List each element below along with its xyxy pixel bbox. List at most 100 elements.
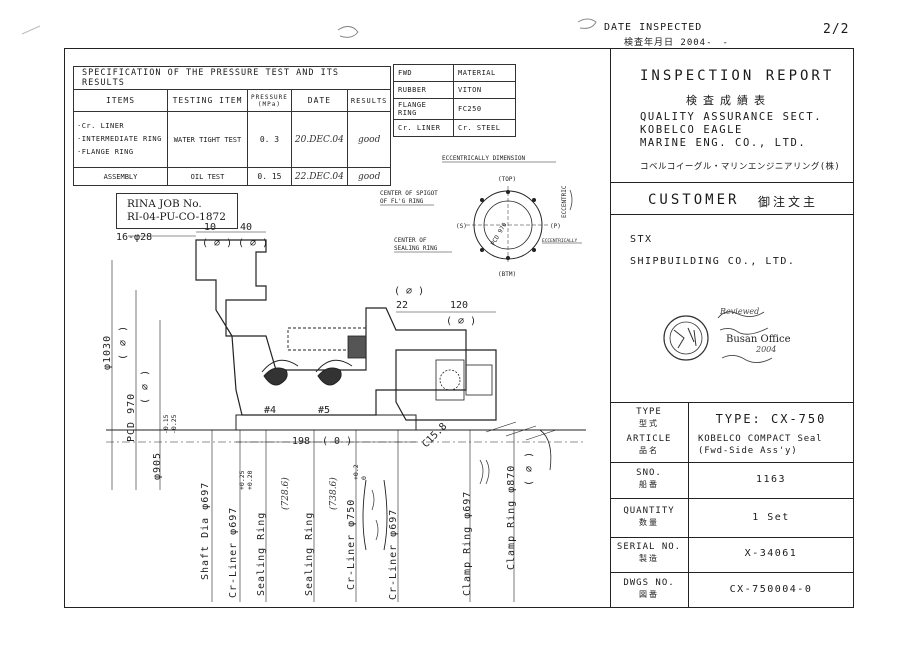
dim-phi1030: φ1030: [102, 335, 113, 370]
drawing-frame: [64, 48, 854, 608]
label-cr-liner-697b: Cr-Liner φ697: [388, 509, 399, 600]
tol-plus020: +0.20: [246, 470, 254, 490]
mat-value: Cr. STEEL: [453, 119, 516, 137]
items-cell: ·Cr. LINER ·INTERMEDIATE RING ·FLANGE RI…: [73, 111, 168, 168]
type-label-jp: 型式: [639, 419, 659, 428]
col-testing-item: TESTING ITEM: [167, 89, 248, 112]
testing-item-cell: WATER TIGHT TEST: [167, 111, 248, 168]
dim-phi905: φ905: [152, 452, 163, 480]
center-spigot-label: CENTER OF SPIGOT: [380, 190, 438, 197]
customer-name: STX: [630, 234, 653, 245]
type-value: TYPE: CX-750: [715, 412, 827, 426]
seal-section-drawing: 16-φ28 10 40 ( ∅ ) ( ∅ ) ( ∅ ) 22 120 ( …: [102, 222, 586, 602]
quantity-label-jp: 数量: [639, 518, 659, 527]
mat-value: FC250: [453, 98, 516, 120]
spec-table-title: SPECIFICATION OF THE PRESSURE TEST AND I…: [72, 66, 392, 90]
mat-part: FWD: [393, 64, 454, 82]
tol-plus025: +0.25: [238, 470, 246, 490]
quantity-label-en: QUANTITY: [623, 506, 675, 516]
divider: [610, 572, 854, 573]
dim-10-hand: ( ∅ ): [202, 238, 232, 249]
pressure-cell: 0. 15: [247, 167, 292, 186]
report-title-jp: 検査成績表: [686, 94, 771, 107]
customer-name: SHIPBUILDING CO., LTD.: [630, 256, 796, 267]
serial-label-en: SERIAL NO.: [616, 542, 682, 552]
result-cell: good: [346, 111, 392, 168]
date-cell: 20.DEC.04: [290, 111, 348, 168]
date-inspected-label: DATE INSPECTED: [604, 22, 703, 33]
table-row: FWD MATERIAL: [393, 64, 516, 82]
type-label-en: TYPE: [636, 407, 662, 417]
tol-minus015: -0.15: [162, 414, 170, 434]
rina-job-box: RINA JOB No. RI-04-PU-CO-1872: [116, 193, 238, 229]
dwgs-label: DWGS NO. 図番: [612, 578, 686, 600]
center-of-label: CENTER OF: [394, 237, 427, 244]
rina-job-label: RINA JOB No.: [127, 198, 202, 210]
result-cell: good: [346, 167, 392, 186]
divider: [610, 182, 854, 183]
mat-value: VITON: [453, 81, 516, 99]
scan-marks: [21, 18, 597, 38]
tol-plus02: +0.2: [352, 464, 360, 480]
mat-part: RUBBER: [393, 81, 454, 99]
items-cell: ASSEMBLY: [73, 167, 168, 186]
mark-5: #5: [318, 405, 330, 416]
customer-label: CUSTOMER: [648, 192, 740, 208]
stamp-office: Busan Office: [726, 334, 791, 345]
customer-label-jp: 御注文主: [758, 195, 819, 209]
mat-value: MATERIAL: [453, 64, 516, 82]
mat-part: Cr. LINER: [393, 119, 454, 137]
sealing-ring-5: [317, 367, 342, 386]
cr-liner: [235, 414, 417, 431]
dim-pcd970: PCD 970: [126, 393, 137, 442]
label-sealing-ring-1: Sealing Ring: [256, 512, 267, 596]
dim-120-hand: ( ∅ ): [446, 316, 476, 327]
clamp-870-hand: ( ∅ ): [524, 451, 535, 486]
eccentric-title: ECCENTRICALLY DIMENSION: [442, 155, 525, 162]
stamp-signature: Reviewed: [719, 307, 759, 316]
company-name-jp: コベルコイーグル・マリンエンジニアリング(株): [640, 162, 841, 172]
dim-120: 120: [450, 300, 468, 311]
hw-7286: (728.6): [280, 477, 291, 510]
btm-label: (BTM): [498, 271, 516, 278]
label-clamp-697: Clamp Ring φ697: [462, 491, 473, 596]
col-results: RESULTS: [346, 89, 392, 112]
table-row: ·Cr. LINER ·INTERMEDIATE RING ·FLANGE RI…: [73, 111, 392, 168]
label-cr-liner-750: Cr-Liner φ750: [346, 499, 357, 590]
dwgs-value: CX-750004-0: [729, 584, 813, 595]
pressure-test-table: SPECIFICATION OF THE PRESSURE TEST AND I…: [72, 66, 392, 186]
article-label-en: ARTICLE: [626, 434, 672, 444]
dim-198-hand: ( 0 ): [322, 436, 352, 447]
eccentric-diagram: ECCENTRICALLY DIMENSION CENTER OF SPIGOT…: [380, 155, 582, 278]
serial-value: X-34061: [744, 548, 798, 559]
type-label: TYPE 型式: [612, 407, 686, 429]
eccentric-label: ECCENTRIC: [561, 185, 568, 218]
report-title: INSPECTION REPORT: [640, 68, 835, 84]
item-label: ·INTERMEDIATE RING: [77, 135, 162, 143]
qa-line: KOBELCO EAGLE: [640, 124, 743, 136]
sealing-ring-label: SEALING RING: [394, 245, 438, 252]
sno-value: 1163: [755, 474, 787, 485]
date-cell: 22.DEC.04: [290, 167, 348, 186]
divider: [610, 537, 854, 538]
article-label-jp: 品名: [639, 446, 659, 455]
dim-16-28: 16-φ28: [116, 232, 152, 243]
article-label: ARTICLE 品名: [612, 434, 686, 456]
dim-c15: C15.8: [420, 421, 449, 450]
divider: [688, 402, 689, 608]
label-cr-liner-697: Cr-Liner φ697: [228, 507, 239, 598]
dim-40-hand: ( ∅ ): [238, 238, 268, 249]
serial-label: SERIAL NO. 製造: [612, 542, 686, 564]
page-number: 2/2: [823, 22, 850, 37]
divider: [610, 402, 854, 403]
dwgs-label-jp: 図番: [639, 590, 659, 599]
label-clamp-870: Clamp Ring φ870: [506, 465, 517, 570]
dim-40: 40: [240, 222, 252, 233]
pressure-cell: 0. 3: [247, 111, 292, 168]
table-row: ASSEMBLY OIL TEST 0. 15 22.DEC.04 good: [73, 167, 392, 186]
top-label: (TOP): [498, 176, 516, 183]
quantity-value: 1 Set: [752, 512, 790, 523]
article-value: KOBELCO COMPACT Seal: [698, 434, 823, 444]
item-label: ·Cr. LINER: [77, 122, 125, 130]
dim-10: 10: [204, 222, 216, 233]
